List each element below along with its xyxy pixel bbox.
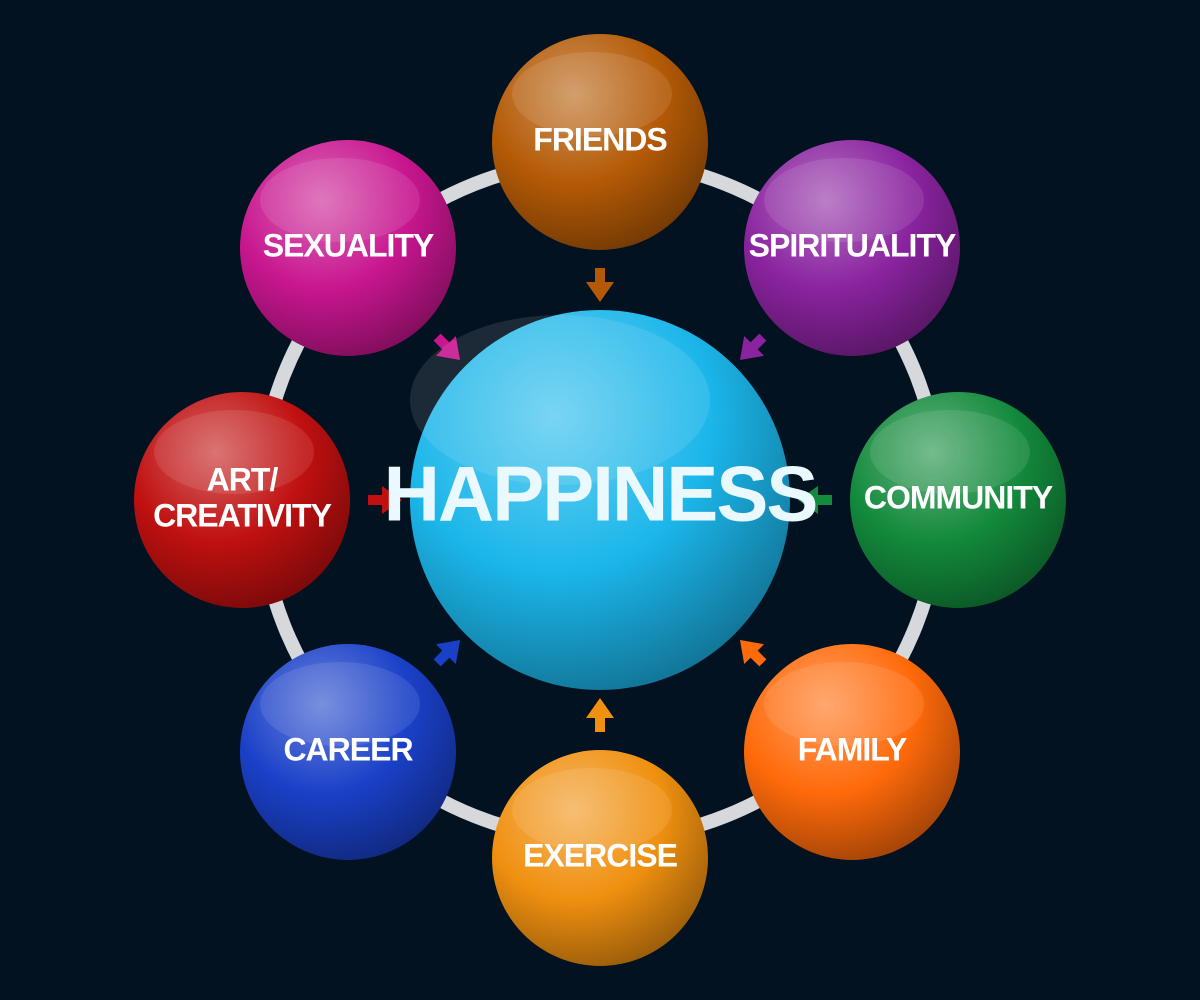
- node-label-exercise: EXERCISE: [523, 837, 677, 873]
- node-community: COMMUNITY: [850, 392, 1066, 608]
- node-label-friends: FRIENDS: [533, 121, 667, 157]
- node-label-career: CAREER: [283, 731, 413, 767]
- node-circle-exercise: [492, 750, 708, 966]
- arrow-friends: [586, 268, 614, 302]
- node-circle-friends: [492, 34, 708, 250]
- node-exercise: EXERCISE: [492, 750, 708, 966]
- nodes-group: FRIENDS SPIRITUALITY COMMUNITY FAMILY EXERCI…: [134, 34, 1066, 966]
- center-label: HAPPINESS: [384, 450, 817, 538]
- center-gloss: [410, 315, 710, 485]
- node-gloss-friends: [512, 52, 672, 136]
- node-label-family: FAMILY: [798, 731, 907, 767]
- node-circle-art-creativity: [134, 392, 350, 608]
- arrow-family: [740, 640, 767, 667]
- node-label-art-creativity-2: CREATIVITY: [153, 497, 332, 533]
- node-art-creativity: ART/CREATIVITY: [134, 392, 350, 608]
- arrow-spirituality: [740, 333, 767, 360]
- arrow-career: [433, 640, 460, 667]
- arrow-community: [798, 486, 832, 514]
- node-circle-family: [744, 644, 960, 860]
- node-family: FAMILY: [744, 644, 960, 860]
- node-gloss-spirituality: [764, 158, 924, 242]
- node-circle-career: [240, 644, 456, 860]
- arrow-exercise: [586, 698, 614, 732]
- arrow-sexuality: [433, 333, 460, 360]
- node-friends: FRIENDS: [492, 34, 708, 250]
- node-sexuality: SEXUALITY: [240, 140, 456, 356]
- node-spirituality: SPIRITUALITY: [744, 140, 960, 356]
- arrow-art-creativity: [368, 486, 402, 514]
- node-label-community: COMMUNITY: [864, 479, 1053, 515]
- node-circle-spirituality: [744, 140, 960, 356]
- node-label-spirituality: SPIRITUALITY: [749, 227, 956, 263]
- node-gloss-career: [260, 662, 420, 746]
- node-circle-community: [850, 392, 1066, 608]
- node-gloss-art-creativity: [154, 410, 314, 494]
- arrows-group: [368, 268, 832, 732]
- center-circle: [410, 310, 790, 690]
- node-circle-sexuality: [240, 140, 456, 356]
- node-gloss-exercise: [512, 768, 672, 852]
- center-node: HAPPINESS: [384, 310, 818, 690]
- node-label-art-creativity-1: ART/: [207, 461, 279, 497]
- node-gloss-community: [870, 410, 1030, 494]
- node-gloss-family: [764, 662, 924, 746]
- node-label-sexuality: SEXUALITY: [263, 227, 434, 263]
- node-career: CAREER: [240, 644, 456, 860]
- node-gloss-sexuality: [260, 158, 420, 242]
